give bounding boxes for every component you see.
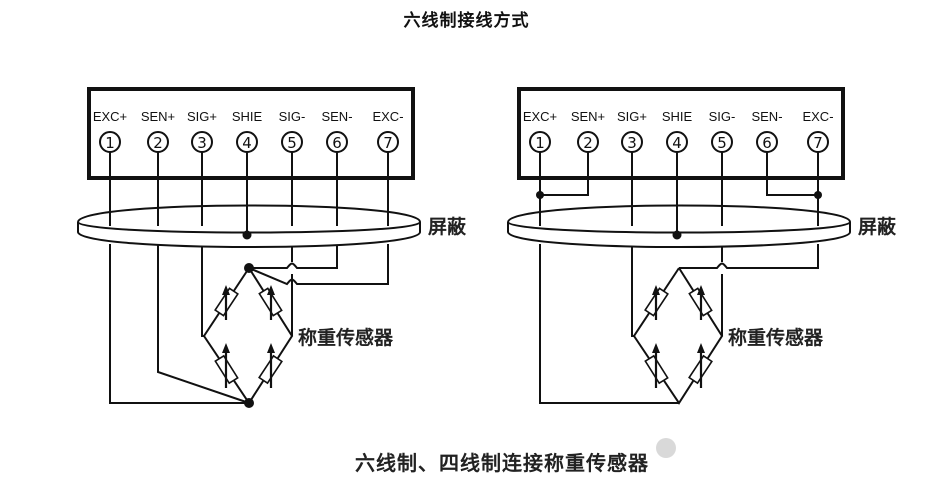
terminal-label: EXC+ (523, 109, 557, 124)
shield-label: 屏蔽 (428, 216, 467, 238)
shield-junction-dot (672, 230, 682, 240)
four-wire-diagram: EXC+ 1 SEN+ 2 SIG+ 3 SHIE 4 SIG- 5 SEN- 6 EXC- 7 屏蔽称重传… (507, 87, 897, 405)
arrow-head (697, 285, 705, 295)
variable-arrow-icon (652, 285, 660, 320)
variable-arrow-icon (652, 343, 660, 388)
terminal-3: SIG+ 3 (617, 109, 647, 178)
terminal-label: SIG- (709, 109, 736, 124)
terminal-number: 1 (535, 134, 545, 152)
terminal-3: SIG+ 3 (187, 109, 217, 178)
terminal-label: SIG- (279, 109, 306, 124)
terminal-6: SEN- 6 (321, 109, 353, 178)
terminal-label: SEN- (321, 109, 352, 124)
variable-arrow-icon (697, 285, 705, 320)
terminal-2: SEN+ 2 (141, 109, 175, 178)
terminal-2: SEN+ 2 (571, 109, 605, 178)
arrow-head (697, 343, 705, 353)
terminal-4: SHIE 4 (662, 109, 693, 178)
terminal-number: 6 (332, 134, 342, 152)
cable-ring-back (77, 204, 421, 223)
terminal-number: 5 (287, 134, 297, 152)
terminal-1: EXC+ 1 (523, 109, 557, 178)
terminal-number: 3 (627, 134, 637, 152)
terminal-number: 3 (197, 134, 207, 152)
watermark-icon (656, 438, 676, 458)
lead-wire-2 (631, 244, 634, 337)
terminal-number: 4 (672, 134, 682, 152)
terminal-label: SIG+ (187, 109, 217, 124)
lead-wire-1 (109, 244, 249, 404)
terminal-number: 2 (583, 134, 593, 152)
jumper-exc-sen-plus (539, 178, 589, 226)
lead-wire-4 (679, 244, 819, 269)
terminal-label: SEN+ (571, 109, 605, 124)
lead-wire-1 (539, 244, 679, 404)
terminal-7: EXC- 7 (802, 109, 834, 178)
terminal-number: 7 (383, 134, 393, 152)
terminal-number: 5 (717, 134, 727, 152)
variable-arrow-icon (222, 343, 230, 388)
terminal-number: 7 (813, 134, 823, 152)
shield-junction-dot (242, 230, 252, 240)
terminal-label: SEN- (751, 109, 782, 124)
terminal-5: SIG- 5 (709, 109, 736, 178)
diagram-caption: 六线制、四线制连接称重传感器 (355, 451, 649, 475)
sensor-label: 称重传感器 (298, 326, 394, 349)
terminal-5: SIG- 5 (279, 109, 306, 178)
arrow-head (267, 343, 275, 353)
terminal-number: 1 (105, 134, 115, 152)
bridge-arms (632, 267, 724, 405)
terminal-4: SHIE 4 (232, 109, 263, 178)
sensor-label: 称重传感器 (728, 326, 824, 349)
terminal-label: EXC+ (93, 109, 127, 124)
arrow-head (267, 285, 275, 295)
terminal-number: 2 (153, 134, 163, 152)
lead-wire-2 (157, 244, 250, 404)
arrow-head (222, 343, 230, 353)
terminal-label: EXC- (372, 109, 403, 124)
terminal-label: SEN+ (141, 109, 175, 124)
terminal-number: 4 (242, 134, 252, 152)
variable-arrow-icon (222, 285, 230, 320)
shield-label: 屏蔽 (858, 216, 897, 238)
terminal-label: SHIE (232, 109, 263, 124)
jumper-exc-sen-minus (766, 178, 819, 226)
terminal-label: EXC- (802, 109, 833, 124)
variable-arrow-icon (697, 343, 705, 388)
terminal-label: SHIE (662, 109, 693, 124)
lead-wire-3 (201, 244, 204, 337)
page-title: 六线制接线方式 (403, 11, 530, 31)
arrow-head (652, 343, 660, 353)
terminal-label: SIG+ (617, 109, 647, 124)
lead-wire-6 (248, 244, 389, 286)
arrow-head (222, 285, 230, 295)
terminal-6: SEN- 6 (751, 109, 783, 178)
terminal-7: EXC- 7 (372, 109, 404, 178)
six-wire-diagram: EXC+ 1 SEN+ 2 SIG+ 3 SHIE 4 SIG- 5 SEN- 6 EXC- 7 屏蔽称重传… (77, 87, 467, 408)
bridge-arms (202, 267, 294, 405)
jumper-junction-dot (814, 191, 822, 199)
terminal-1: EXC+ 1 (93, 109, 127, 178)
lead-wire-5 (249, 244, 338, 269)
variable-arrow-icon (267, 343, 275, 388)
variable-arrow-icon (267, 285, 275, 320)
terminal-number: 6 (762, 134, 772, 152)
jumper-junction-dot (536, 191, 544, 199)
cable-ring-back (507, 204, 851, 223)
arrow-head (652, 285, 660, 295)
